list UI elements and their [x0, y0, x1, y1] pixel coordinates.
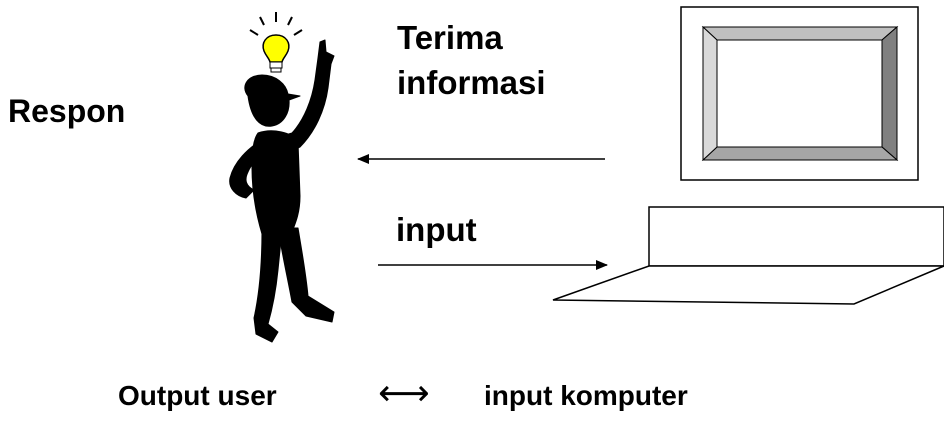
- informasi-label: informasi: [397, 64, 546, 101]
- lightbulb-icon: [249, 12, 303, 73]
- thinking-person-icon: [229, 39, 335, 343]
- double-arrow-icon: ⟷: [378, 373, 430, 414]
- input-label: input: [396, 211, 477, 248]
- output-user-label: Output user: [118, 380, 277, 411]
- keyboard-icon: [552, 206, 944, 305]
- terima-label: Terima: [397, 19, 503, 56]
- input-komputer-label: input komputer: [484, 380, 688, 411]
- respon-label: Respon: [8, 93, 126, 129]
- monitor-icon: [680, 6, 919, 181]
